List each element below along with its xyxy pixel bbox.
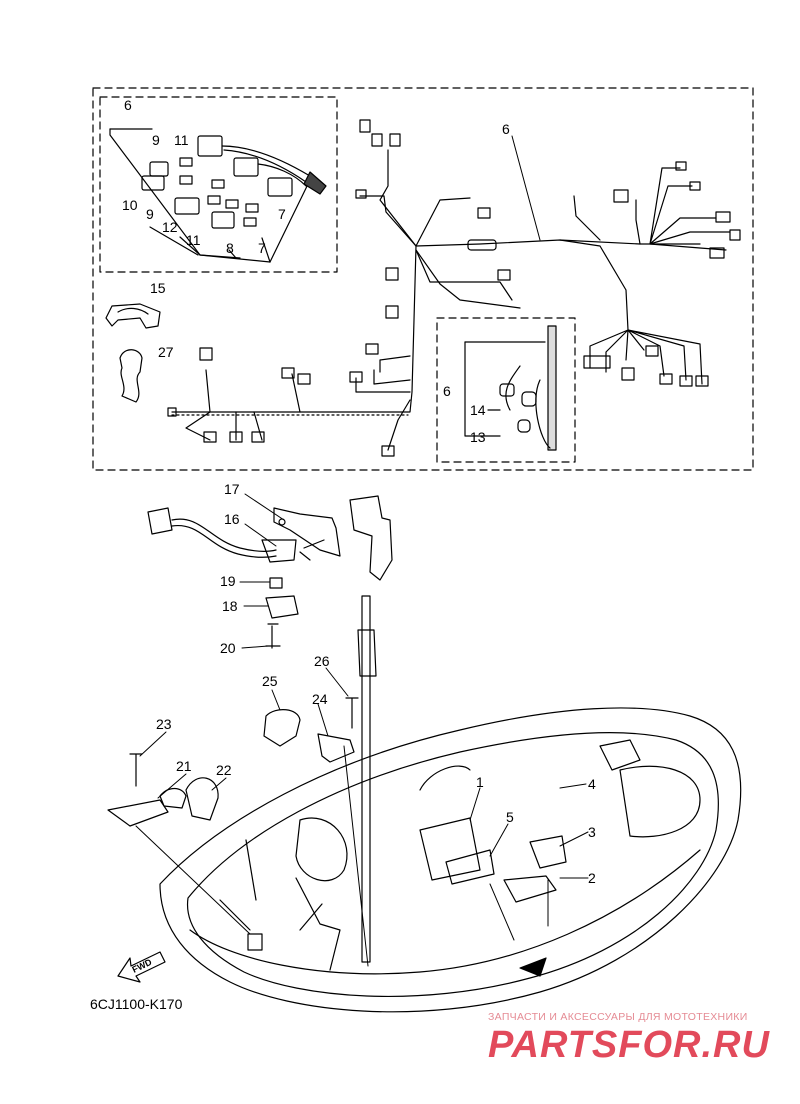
callout-17: 17 [224, 481, 240, 497]
wire-harness-frame [92, 87, 754, 471]
main-wire-harness [167, 119, 741, 457]
callout-7: 7 [258, 240, 266, 256]
callout-14: 14 [470, 402, 486, 418]
small-parts [107, 697, 359, 827]
watermark-tagline: ЗАПЧАСТИ И АКСЕССУАРЫ ДЛЯ МОТОТЕХНИКИ [488, 1011, 748, 1023]
clamp-15 [105, 303, 161, 329]
callout-23: 23 [156, 716, 172, 732]
sub-harness-frame [436, 317, 576, 463]
connector-kit-frame [99, 96, 338, 273]
watermark-logo: PARTSFOR.RU [488, 1024, 770, 1066]
callout-27: 27 [158, 344, 174, 360]
callout-labels: 6 9 11 10 9 12 11 8 7 7 6 15 27 6 14 13 … [122, 97, 596, 886]
callout-20: 20 [220, 640, 236, 656]
callout-6: 6 [124, 97, 132, 113]
callout-21: 21 [176, 758, 192, 774]
callout-2: 2 [588, 870, 596, 886]
sub-harness-group [464, 325, 557, 451]
callout-5: 5 [506, 809, 514, 825]
callout-6: 6 [502, 121, 510, 137]
connector-kit-group [109, 128, 327, 263]
callout-6: 6 [443, 383, 451, 399]
callout-13: 13 [470, 429, 486, 445]
callout-1: 1 [476, 774, 484, 790]
fwd-arrow: FWD [117, 951, 166, 983]
shift-rod [349, 495, 393, 963]
callout-10: 10 [122, 197, 138, 213]
callout-12: 12 [162, 219, 178, 235]
callout-19: 19 [220, 573, 236, 589]
callout-22: 22 [216, 762, 232, 778]
callout-8: 8 [226, 240, 234, 256]
callout-18: 18 [222, 598, 238, 614]
callout-9: 9 [152, 132, 160, 148]
callout-9: 9 [146, 206, 154, 222]
callout-16: 16 [224, 511, 240, 527]
callout-4: 4 [588, 776, 596, 792]
callout-25: 25 [262, 673, 278, 689]
callout-3: 3 [588, 824, 596, 840]
diagram-code: 6CJ1100-K170 [90, 996, 183, 1012]
callout-11: 11 [174, 132, 189, 148]
leader-lines [135, 135, 589, 967]
callout-15: 15 [150, 280, 166, 296]
callout-7: 7 [278, 206, 286, 222]
neutral-switch-assembly [147, 507, 341, 649]
callout-26: 26 [314, 653, 330, 669]
callout-24: 24 [312, 691, 328, 707]
clamp-27 [119, 349, 143, 403]
callout-11: 11 [186, 232, 201, 248]
bottom-cowling [159, 707, 742, 1013]
